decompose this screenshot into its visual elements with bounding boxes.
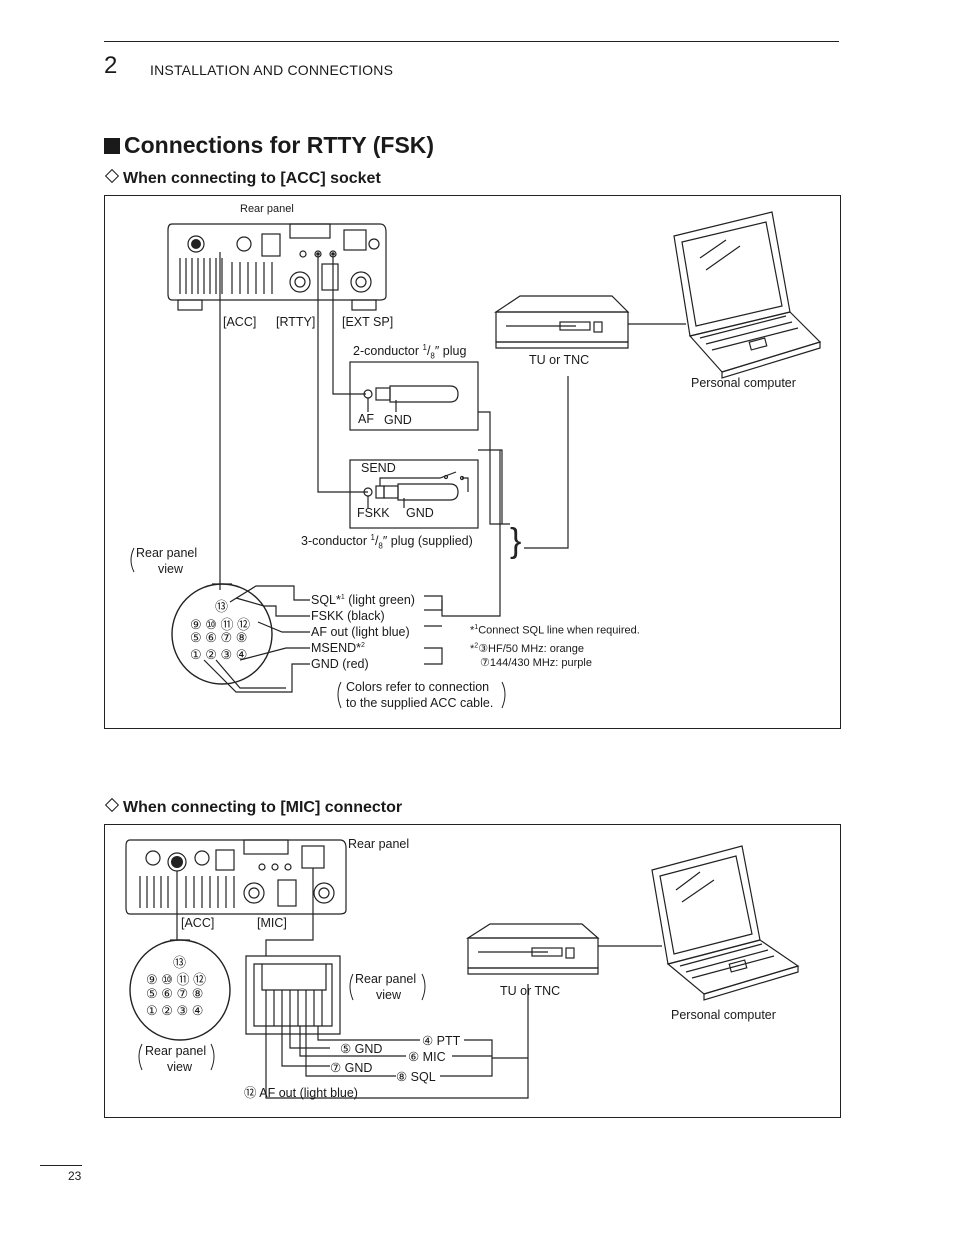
plug-3-box: [349, 459, 479, 529]
mic-pins-row-3: ① ② ③ ④: [146, 1003, 204, 1018]
plug-2-af-label: AF: [358, 412, 374, 426]
footnote-2-line-2: ⑦144/430 MHz: purple: [480, 657, 592, 669]
mic-rear-view-label-2: view: [167, 1060, 193, 1074]
mic-tu-device-drawing: [465, 923, 662, 975]
mic-rear-view-label-1: Rear panel: [145, 1044, 207, 1058]
acc-pins-row-1: ⑨ ⑩ ⑪ ⑫: [190, 617, 251, 632]
mic-rear-panel-label: Rear panel: [348, 837, 410, 851]
plug-3-fskk-label: FSKK: [357, 506, 390, 520]
mic-acc-jack-label: [ACC]: [181, 916, 215, 930]
plug-2-gnd-label: GND: [384, 413, 412, 427]
acc-signal-fskk: FSKK (black): [311, 609, 385, 623]
chapter-number: 2: [104, 52, 118, 79]
acc-pin-13: ⑬: [215, 599, 229, 614]
mic-tu-label: TU or TNC: [500, 984, 561, 998]
mic-pin-13: ⑬: [173, 955, 187, 970]
mic-signal-mic: ⑥ MIC: [408, 1050, 446, 1064]
laptop-drawing: [673, 211, 822, 379]
acc-signal-msend: MSEND*2: [311, 641, 365, 655]
acc-pins-row-2: ⑤ ⑥ ⑦ ⑧: [190, 630, 248, 645]
footnote-1: *1Connect SQL line when required.: [470, 624, 640, 637]
plug-3-gnd-label: GND: [406, 506, 434, 520]
tu-device-drawing: [494, 295, 686, 349]
rtty-jack-label: [RTTY]: [276, 315, 316, 329]
header-rule: [104, 41, 839, 42]
mic-pins-row-1: ⑨ ⑩ ⑪ ⑫: [146, 972, 207, 987]
rear-panel-drawing: [167, 223, 387, 301]
mic-diagram-panel: [104, 824, 841, 1118]
mic-jack-label: [MIC]: [257, 916, 287, 930]
mic-rear-panel-drawing: [125, 839, 347, 915]
mic-signal-gnd-7: ⑦ GND: [330, 1061, 373, 1075]
svg-text:}: }: [510, 522, 521, 560]
section-title: Connections for RTTY (FSK): [104, 132, 434, 159]
mic-signal-sql: ⑧ SQL: [396, 1070, 436, 1084]
mic-plug-rear-view-label-2: view: [376, 988, 402, 1002]
mic-signal-af: ⑫ AF out (light blue): [244, 1086, 358, 1100]
colors-note-line-2: to the supplied ACC cable.: [346, 696, 494, 710]
plug-2-label: 2-conductor 1/8″ plug: [353, 343, 467, 361]
plug-3-send-label: SEND: [361, 461, 396, 475]
square-bullet-icon: [104, 138, 120, 154]
mic-laptop-drawing: [651, 845, 800, 1001]
acc-rear-panel-label: Rear panel: [240, 203, 294, 215]
acc-jack-label: [ACC]: [223, 315, 257, 329]
ext-sp-jack-label: [EXT SP]: [342, 315, 394, 329]
plug-3-label: 3-conductor 1/8″ plug (supplied): [301, 533, 473, 551]
acc-pins-row-3: ① ② ③ ④: [190, 647, 248, 662]
acc-tu-label: TU or TNC: [529, 353, 590, 367]
acc-signal-af: AF out (light blue): [311, 625, 410, 639]
acc-signal-gnd: GND (red): [311, 657, 369, 671]
acc-subtitle: When connecting to [ACC] socket: [104, 168, 381, 188]
acc-diagram-panel: [104, 195, 841, 729]
acc-pc-label: Personal computer: [691, 376, 796, 390]
plug-2-box: [349, 361, 479, 431]
colors-note-line-1: Colors refer to connection: [346, 680, 490, 694]
mic-pins-row-2: ⑤ ⑥ ⑦ ⑧: [146, 986, 204, 1001]
chapter-title: INSTALLATION AND CONNECTIONS: [150, 62, 394, 78]
acc-rear-view-label-1: Rear panel: [136, 546, 198, 560]
mic-modular-plug-drawing: [245, 955, 341, 1035]
mic-plug-rear-view-label-1: Rear panel: [355, 972, 417, 986]
mic-signal-gnd-5: ⑤ GND: [340, 1042, 383, 1056]
mic-pc-label: Personal computer: [671, 1008, 776, 1022]
acc-rear-view-label-2: view: [158, 562, 184, 576]
footer-rule: [40, 1165, 82, 1166]
footnote-2-line-1: *2③HF/50 MHz: orange: [470, 642, 585, 655]
acc-signal-sql: SQL*1 (light green): [311, 593, 415, 607]
mic-subtitle: When connecting to [MIC] connector: [104, 797, 402, 817]
page-number: 23: [68, 1169, 82, 1183]
mic-signal-ptt: ④ PTT: [422, 1034, 461, 1048]
